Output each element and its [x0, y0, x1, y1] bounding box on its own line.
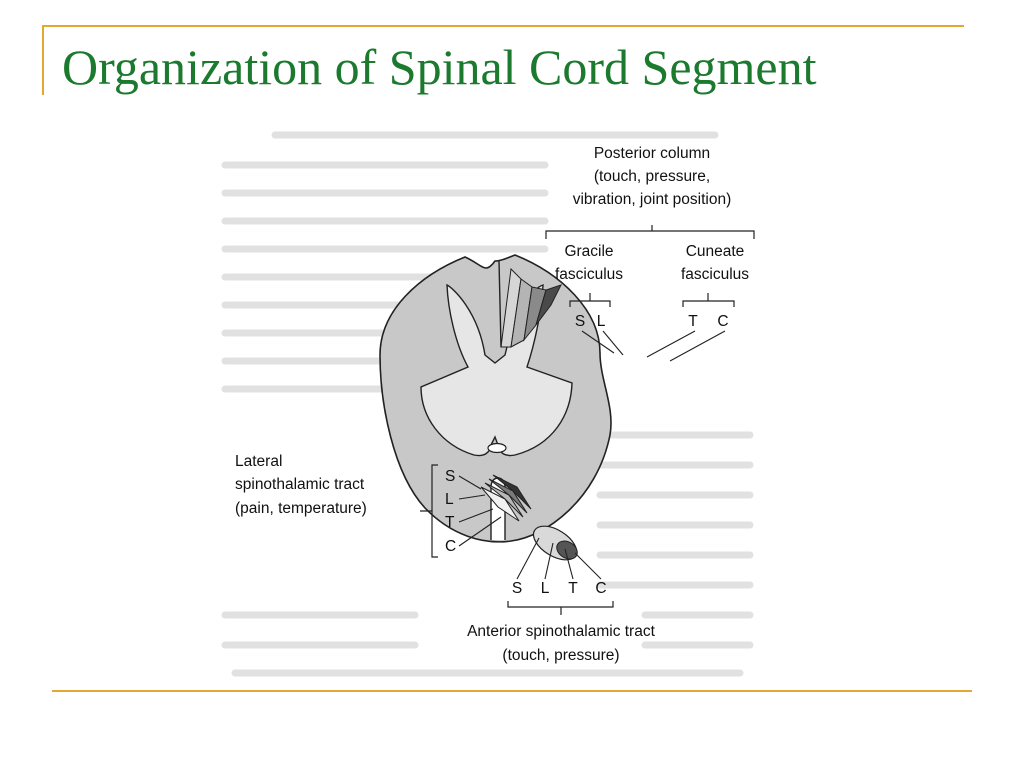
anterior-letter-l: L	[541, 580, 550, 597]
lateral-leader-lines	[458, 475, 502, 547]
gracile-letter-s: S	[575, 313, 585, 330]
posterior-leader-lines	[581, 330, 726, 362]
top-rule	[42, 25, 964, 27]
gracile-label-2: fasciculus	[555, 266, 623, 283]
cuneate-letter-t: T	[688, 313, 698, 330]
central-canal	[487, 442, 507, 454]
posterior-median-sulcus	[498, 260, 502, 348]
posterior-column-label-1: Posterior column	[594, 145, 710, 162]
lateral-letter-l: L	[445, 491, 454, 508]
gracile-bracket	[569, 293, 611, 307]
cuneate-letter-c: C	[717, 313, 728, 330]
lateral-label-1: Lateral	[235, 453, 282, 470]
anterior-letter-c: C	[595, 580, 606, 597]
lateral-label-2: spinothalamic tract	[235, 476, 365, 493]
posterior-column-label-2: (touch, pressure,	[594, 168, 710, 185]
anterior-letter-t: T	[568, 580, 578, 597]
slide-title: Organization of Spinal Cord Segment	[62, 39, 817, 95]
lateral-letter-c: C	[445, 538, 456, 555]
left-rule	[42, 25, 44, 95]
gracile-letter-l: L	[597, 313, 606, 330]
anterior-leader-lines	[516, 537, 602, 580]
cuneate-label-1: Cuneate	[686, 243, 745, 260]
lateral-tract-layers	[480, 474, 532, 522]
anterior-letter-s: S	[512, 580, 522, 597]
anterior-label-2: (touch, pressure)	[502, 647, 619, 664]
cuneate-label-2: fasciculus	[681, 266, 749, 283]
posterior-column-bracket	[545, 225, 755, 239]
anterior-label-1: Anterior spinothalamic tract	[467, 623, 655, 640]
spinal-cord-figure: Posterior column (touch, pressure, vibra…	[215, 125, 760, 680]
anterior-bracket	[507, 601, 614, 615]
lateral-label-3: (pain, temperature)	[235, 500, 367, 517]
posterior-column-label-3: vibration, joint position)	[573, 191, 732, 208]
cuneate-bracket	[682, 293, 735, 307]
spinal-cord-diagram: Posterior column (touch, pressure, vibra…	[221, 131, 755, 677]
cuneate-band-c	[535, 284, 562, 326]
gracile-label-1: Gracile	[564, 243, 613, 260]
lateral-letter-s: S	[445, 468, 455, 485]
lateral-bracket	[420, 464, 438, 558]
lateral-letter-t: T	[445, 514, 455, 531]
bottom-rule	[52, 690, 972, 692]
